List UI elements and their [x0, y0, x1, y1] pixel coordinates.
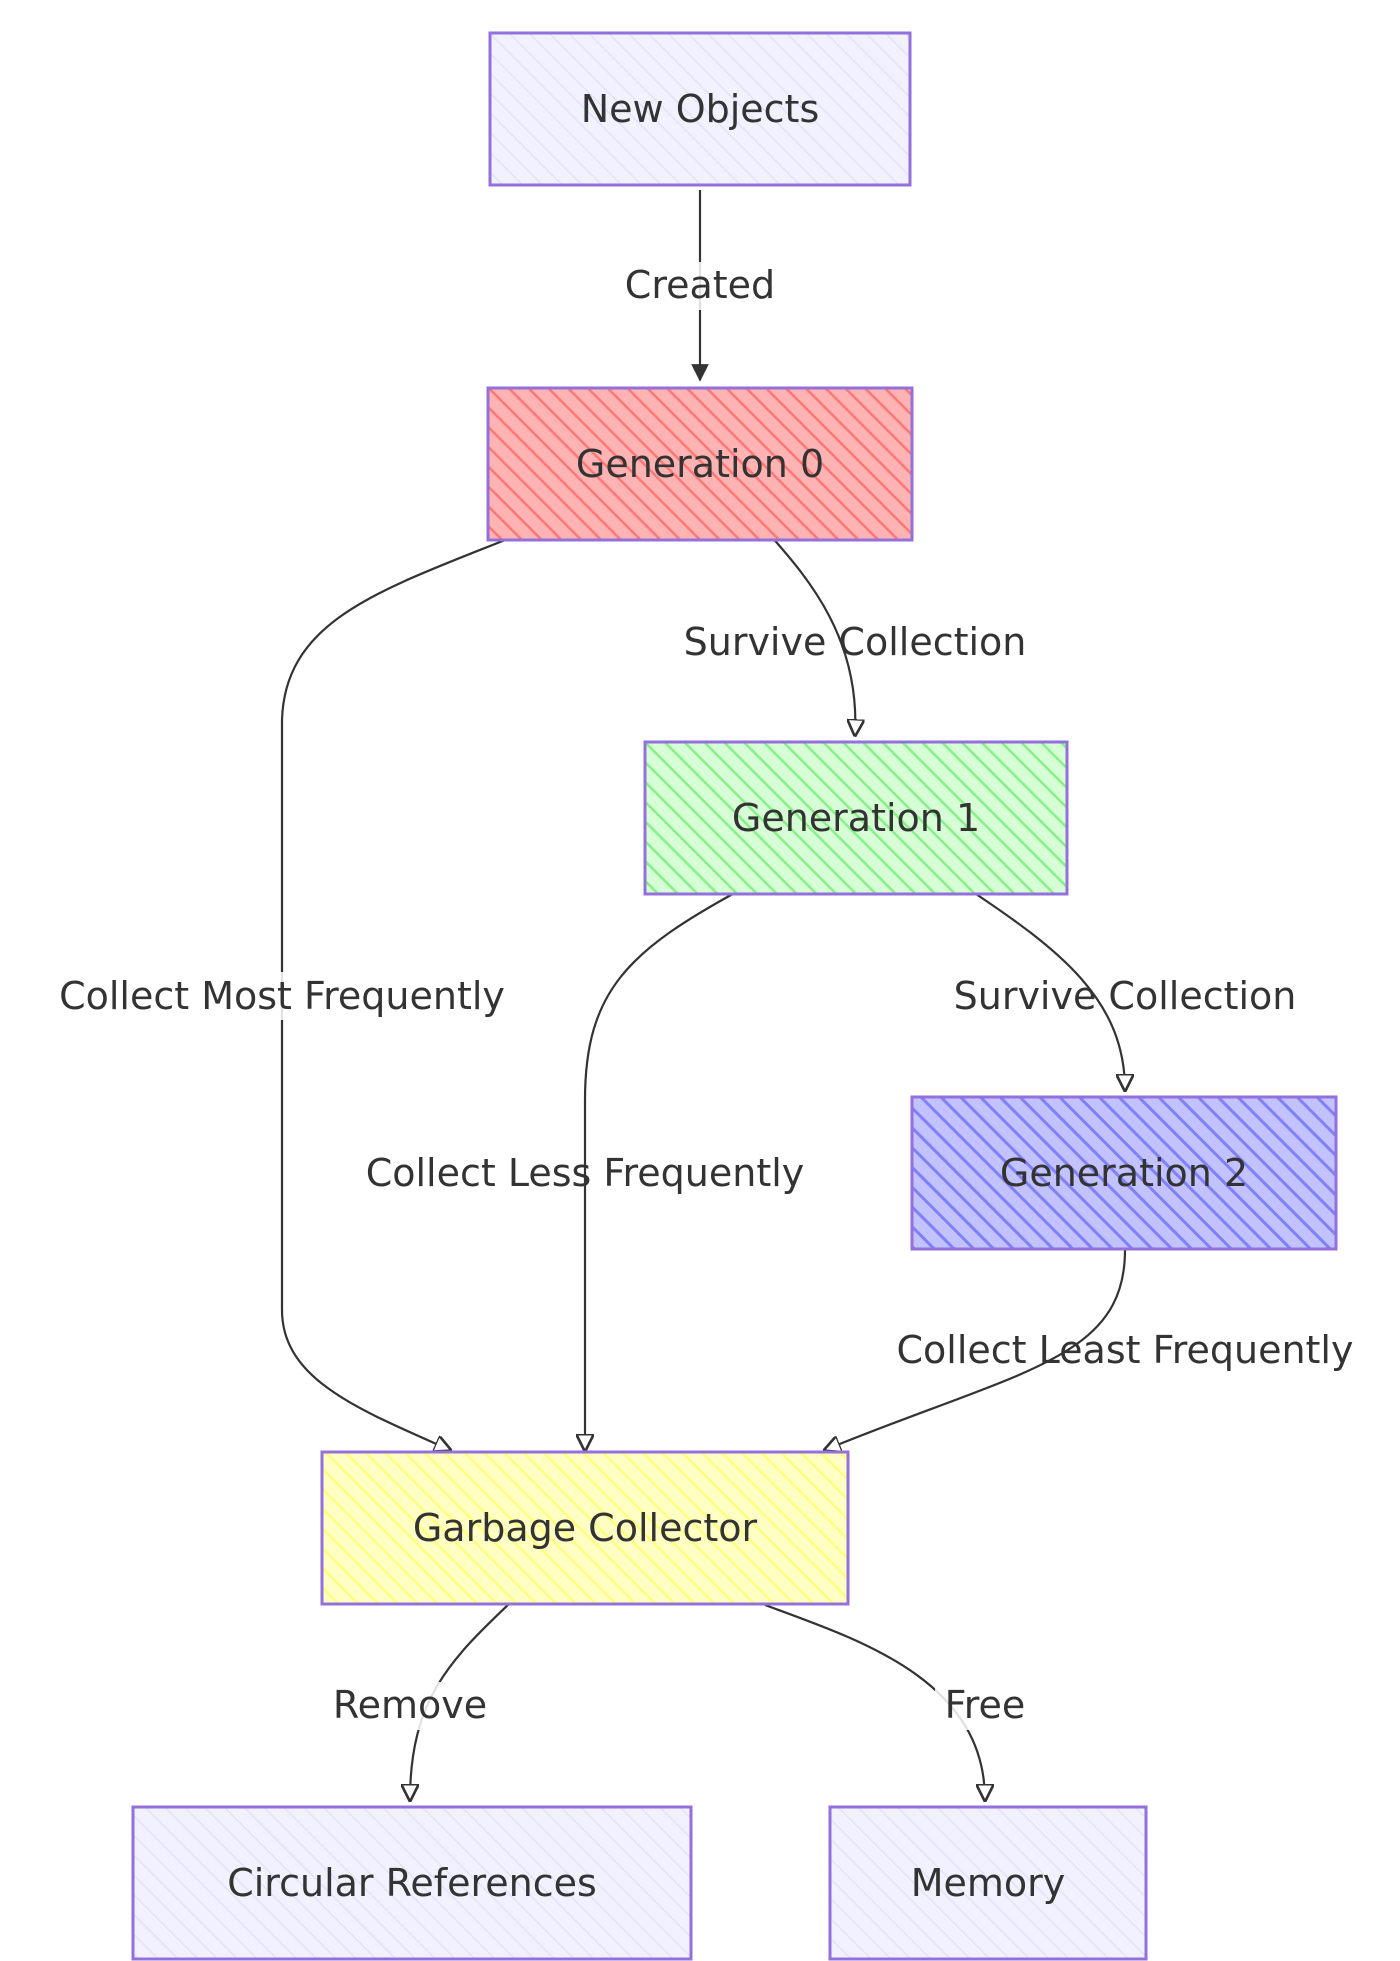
edge-label-collect-least-text: Collect Least Frequently	[897, 1328, 1354, 1372]
edge-labels: Created Survive Collection Collect Most …	[40, 262, 1353, 1730]
node-generation-2[interactable]: Generation 2	[910, 1095, 1338, 1251]
node-generation-1-label: Generation 1	[732, 796, 980, 840]
edge-label-collect-less: Collect Less Frequently	[366, 1151, 805, 1195]
node-memory-label: Memory	[911, 1861, 1066, 1905]
edge-label-collect-most: Collect Most Frequently	[40, 972, 525, 1020]
edge-survive-gen0-gen1	[769, 534, 855, 735]
edge-label-free-text: Free	[945, 1683, 1026, 1727]
edge-label-survive-gen1-gen2-text: Survive Collection	[954, 974, 1297, 1018]
edge-label-created: Created	[615, 262, 785, 310]
edge-label-survive-gen0-gen1-text: Survive Collection	[684, 620, 1027, 664]
nodes: New Objects Generation 0 Generation 1 Ge…	[131, 31, 1338, 1961]
node-garbage-collector-label: Garbage Collector	[413, 1506, 758, 1550]
node-new-objects-label: New Objects	[581, 87, 820, 131]
edge-label-collect-most-text: Collect Most Frequently	[59, 974, 505, 1018]
node-generation-0[interactable]: Generation 0	[486, 386, 914, 542]
edge-label-remove: Remove	[333, 1682, 487, 1730]
edge-label-collect-less-text: Collect Less Frequently	[366, 1151, 805, 1195]
node-circular-references-label: Circular References	[227, 1861, 597, 1905]
edge-label-created-text: Created	[625, 263, 775, 307]
node-generation-0-label: Generation 0	[576, 442, 824, 486]
edges	[280, 190, 1127, 1800]
edge-collect-most	[280, 536, 511, 1450]
edge-collect-least	[825, 1249, 1127, 1450]
node-generation-2-label: Generation 2	[1000, 1151, 1248, 1195]
node-generation-1[interactable]: Generation 1	[643, 740, 1069, 896]
edge-label-survive-gen0-gen1: Survive Collection	[684, 620, 1027, 664]
edge-label-remove-text: Remove	[333, 1683, 487, 1727]
edge-collect-less	[585, 889, 741, 1450]
edge-label-survive-gen1-gen2: Survive Collection	[954, 974, 1297, 1018]
edge-survive-gen1-gen2	[969, 889, 1125, 1090]
node-garbage-collector[interactable]: Garbage Collector	[320, 1450, 850, 1606]
edge-label-free: Free	[935, 1682, 1035, 1730]
edge-free	[764, 1603, 985, 1800]
edge-label-collect-least: Collect Least Frequently	[897, 1328, 1354, 1372]
node-memory[interactable]: Memory	[828, 1805, 1148, 1961]
node-new-objects[interactable]: New Objects	[488, 31, 912, 187]
node-circular-references[interactable]: Circular References	[131, 1805, 693, 1961]
